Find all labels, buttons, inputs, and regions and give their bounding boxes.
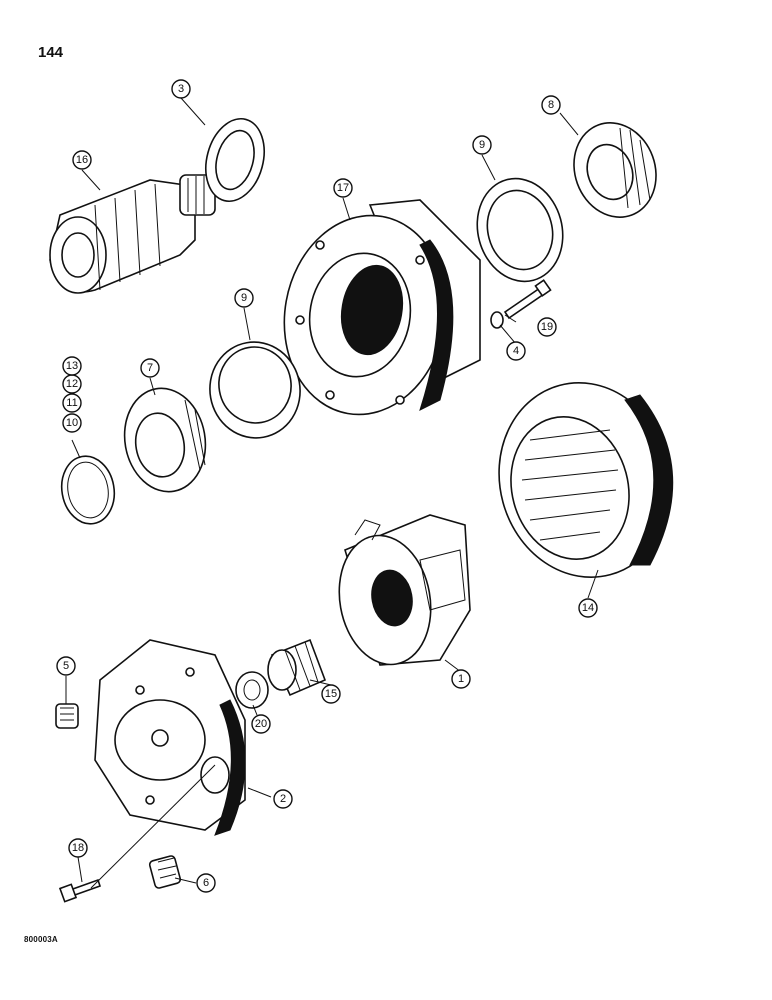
svg-text:18: 18 [72, 842, 84, 854]
part-17-housing [283, 199, 481, 416]
part-5-plug [55, 703, 79, 729]
callout-1: 1 [451, 669, 471, 689]
part-18-bolt [58, 878, 102, 903]
svg-text:19: 19 [541, 321, 553, 333]
callout-7: 7 [140, 358, 160, 378]
callout-4: 4 [506, 341, 526, 361]
svg-text:1: 1 [458, 673, 464, 685]
callout-20: 20 [251, 714, 271, 734]
part-9-cup-upper [476, 177, 564, 283]
part-8-bearing-cone [573, 122, 657, 218]
svg-text:15: 15 [325, 688, 337, 700]
callout-6: 6 [196, 873, 216, 893]
callout-13: 13 [62, 356, 82, 376]
svg-text:9: 9 [241, 292, 247, 304]
part-19-bolt [503, 279, 552, 320]
part-16-shaft [49, 174, 216, 294]
svg-text:4: 4 [513, 345, 519, 357]
svg-text:20: 20 [255, 718, 267, 730]
reference-code: 800003A [24, 935, 58, 944]
svg-text:7: 7 [147, 362, 153, 374]
svg-text:17: 17 [337, 182, 349, 194]
svg-text:14: 14 [582, 602, 594, 614]
svg-text:13: 13 [66, 360, 78, 372]
svg-text:6: 6 [203, 877, 209, 889]
part-9-cup-lower [209, 341, 301, 439]
callout-3: 3 [171, 79, 191, 99]
callout-10: 10 [62, 413, 82, 433]
svg-text:10: 10 [66, 417, 78, 429]
callout-8: 8 [541, 95, 561, 115]
svg-text:12: 12 [66, 378, 78, 390]
part-15-sun-gear [267, 638, 327, 697]
svg-text:2: 2 [280, 793, 286, 805]
part-7-bearing [123, 387, 207, 493]
svg-text:16: 16 [76, 154, 88, 166]
part-2-cover [94, 639, 246, 836]
callout-9-lower: 9 [234, 288, 254, 308]
svg-text:5: 5 [63, 660, 69, 672]
callout-12: 12 [62, 374, 82, 394]
part-14-ring-gear [498, 382, 674, 578]
part-1-planet-carrier [338, 514, 471, 666]
callout-16: 16 [72, 150, 92, 170]
svg-text:8: 8 [548, 99, 554, 111]
leader-lines [65, 97, 599, 889]
part-3-seal [205, 117, 265, 203]
svg-text:11: 11 [66, 397, 77, 409]
callout-2: 2 [273, 789, 293, 809]
page-number: 144 [38, 44, 64, 61]
callout-18: 18 [68, 838, 88, 858]
callout-14: 14 [578, 598, 598, 618]
callout-9-upper: 9 [472, 135, 492, 155]
part-6-plug [148, 855, 182, 889]
callout-17: 17 [333, 178, 353, 198]
callout-5: 5 [56, 656, 76, 676]
part-4-washer [490, 311, 504, 329]
part-10-snap-ring [60, 455, 116, 525]
svg-text:9: 9 [479, 139, 485, 151]
svg-text:3: 3 [178, 83, 184, 95]
callout-11: 11 [62, 393, 82, 413]
callout-19: 19 [537, 317, 557, 337]
callout-15: 15 [321, 684, 341, 704]
part-20-thrust-washer [235, 671, 269, 709]
